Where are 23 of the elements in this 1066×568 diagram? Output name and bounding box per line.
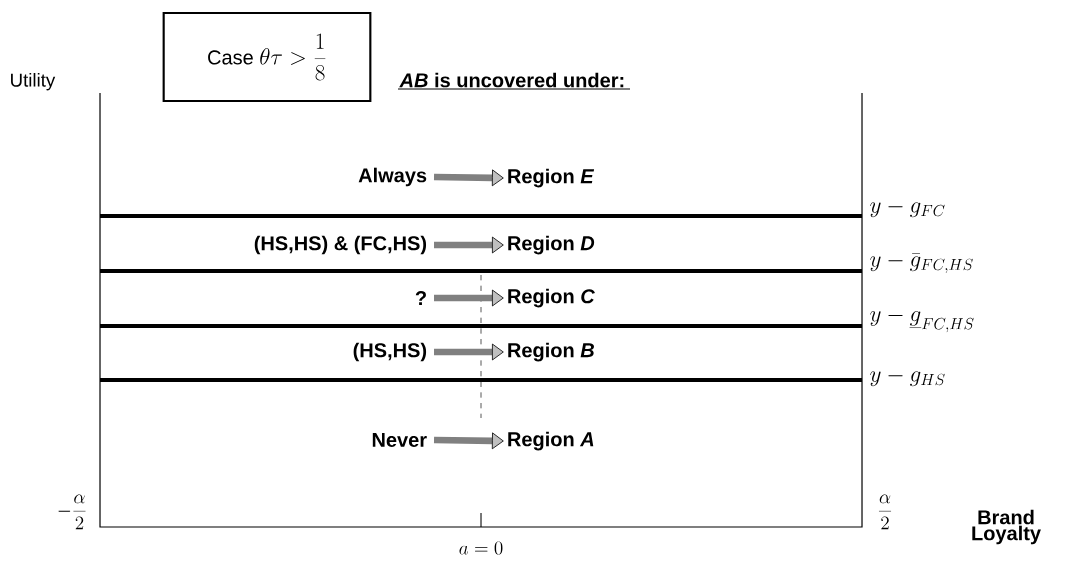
tick-label: $-\frac{\alpha}{2}$ (58, 494, 86, 530)
region-text: Region D (508, 235, 595, 255)
axis-label: Utility (11, 73, 56, 91)
region-text: Region B (508, 342, 594, 362)
region-text: Region E (508, 168, 595, 188)
tick-label: $\frac{\alpha}{2}$ (878, 494, 892, 530)
block-arrow (433, 432, 504, 450)
curve-label: $y-g_{HS}$ (870, 371, 945, 387)
condition-text: Always (358, 167, 427, 187)
condition-text: ? (415, 291, 426, 305)
axis-label: Brand Loyalty (972, 509, 1041, 545)
region-text: Region A (508, 431, 594, 451)
condition-text: Never (372, 433, 427, 447)
tick-label: $a=0$ (459, 541, 503, 555)
subtitle: AB is uncovered under: (397, 72, 631, 90)
region-text: Region C (508, 288, 595, 308)
curve-label: $y-\bar{g}_{FC,HS}$ (870, 253, 973, 273)
curve-label: $y-\underline{g}_{FC,HS}$ (870, 311, 974, 333)
case-box: Case $\theta\tau > \frac{1}{8}$ (162, 11, 372, 103)
block-arrow (433, 169, 504, 187)
condition-text: (HS,HS) (353, 342, 427, 362)
condition-text: (HS,HS) & (FC,HS) (254, 235, 427, 255)
curve-label: $y-g_{FC}$ (870, 202, 945, 218)
